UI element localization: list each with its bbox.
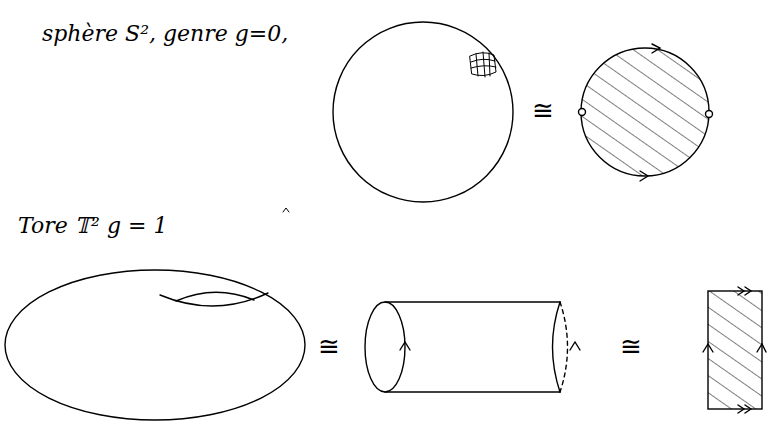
- arrow-mark: [570, 342, 580, 350]
- point: [579, 109, 586, 116]
- arrow-mark: [757, 344, 766, 352]
- arrow-mark: [640, 171, 648, 181]
- arrow-mark: [738, 405, 751, 413]
- cylinder-side: [385, 302, 560, 392]
- arrow-mark: [652, 44, 660, 53]
- grid-patch: [470, 52, 496, 77]
- torus-hole: [160, 293, 268, 306]
- heading-label: sphère S², genre g=0,: [42, 22, 288, 46]
- cylinder-end: [560, 302, 568, 392]
- cylinder-end: [365, 302, 405, 392]
- isomorphism-symbol: ≅: [532, 96, 554, 125]
- mark: [283, 208, 289, 212]
- arrow-mark: [738, 287, 751, 295]
- point: [706, 111, 713, 118]
- square: [708, 291, 762, 409]
- sphere: [333, 22, 513, 202]
- isomorphism-symbol: ≅: [318, 332, 340, 361]
- heading-label: Tore 𝕋² g = 1: [18, 214, 167, 238]
- arrow-mark: [703, 344, 713, 352]
- torus: [5, 270, 305, 420]
- isomorphism-symbol: ≅: [620, 332, 642, 361]
- torus-hole: [176, 292, 254, 301]
- disk: [581, 48, 709, 176]
- arrow-mark: [400, 342, 410, 350]
- cylinder-end: [553, 302, 561, 392]
